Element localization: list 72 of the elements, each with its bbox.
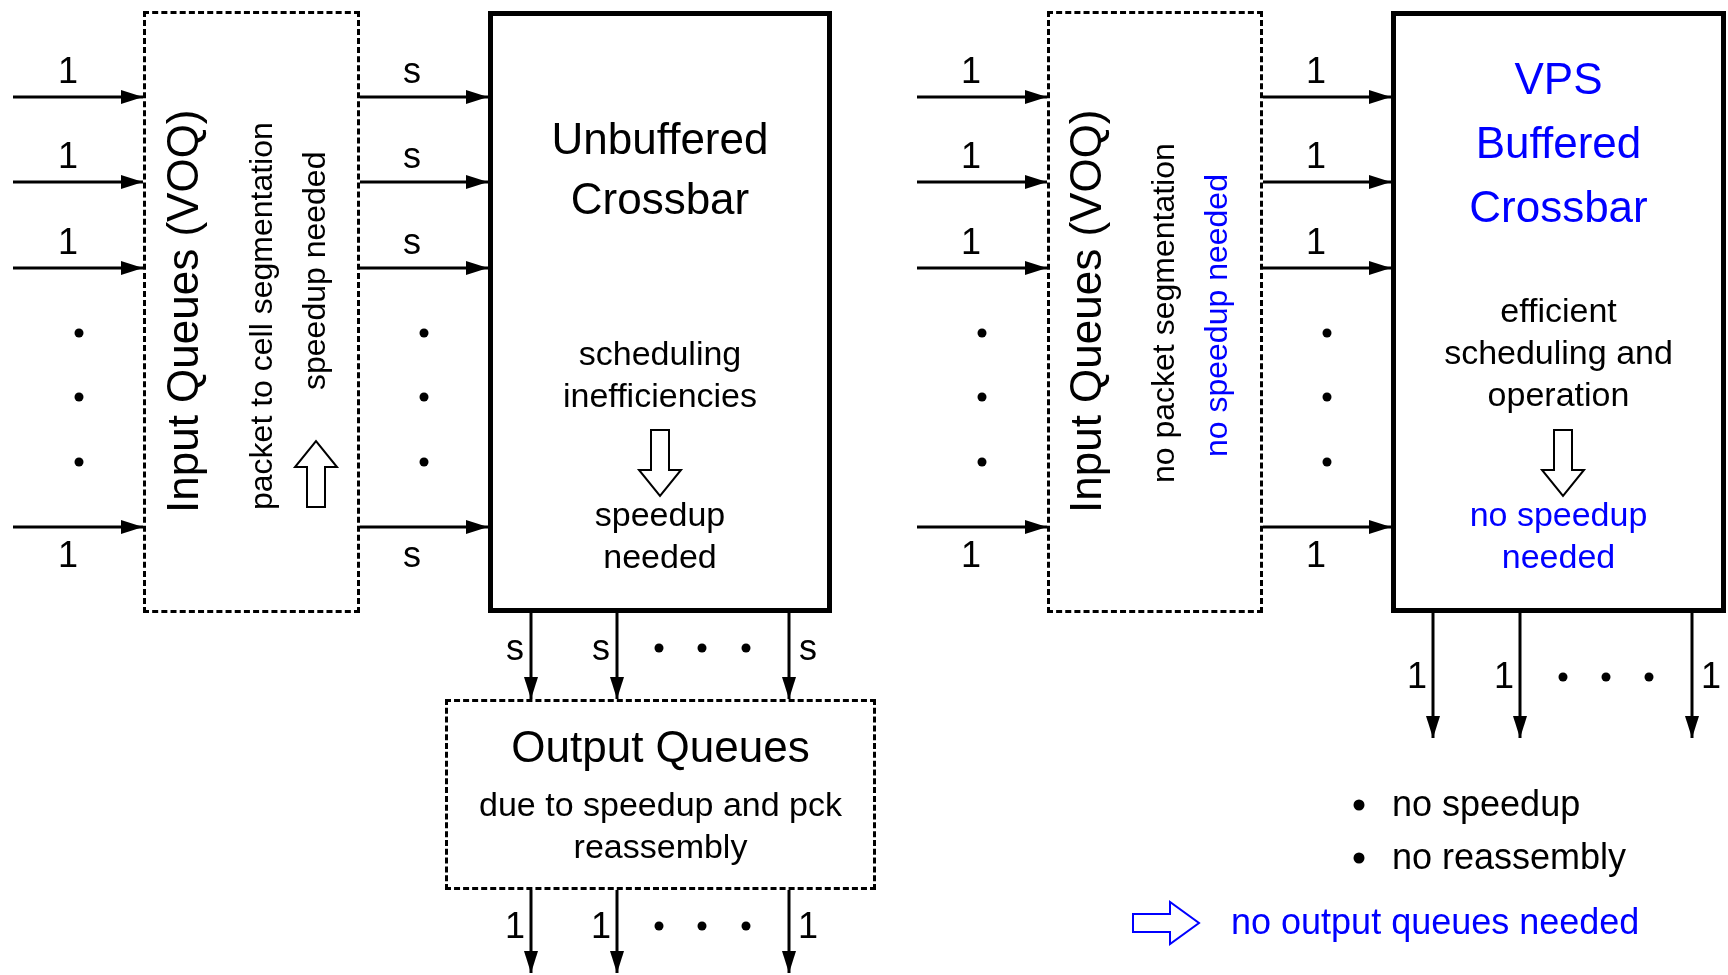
edge-label: 1 (58, 535, 78, 575)
arrow (1263, 520, 1391, 534)
arrow (917, 175, 1047, 189)
edge-label: 1 (961, 535, 981, 575)
edge-label: s (403, 51, 421, 91)
box-title: Input Queues (VOQ) (1059, 108, 1111, 515)
edge-label: 1 (961, 136, 981, 176)
arrow (13, 520, 143, 534)
arrow (13, 261, 143, 275)
edge-label: 1 (1701, 656, 1721, 696)
note-text: no reassembly (1392, 836, 1627, 878)
arrow (360, 261, 488, 275)
arrow (524, 613, 538, 699)
box-title: Output Queues (510, 721, 811, 773)
box-text: efficient scheduling and operation (1443, 290, 1674, 415)
edge-label: 1 (1306, 222, 1326, 262)
box-title: VPS Buffered Crossbar (1468, 53, 1649, 233)
arrow (610, 613, 624, 699)
edge-label: s (592, 628, 610, 668)
box-title: Input Queues (VOQ) (156, 108, 208, 515)
arrow (1513, 613, 1527, 738)
crossbar-box (1391, 11, 1726, 613)
edge-label: s (403, 222, 421, 262)
arrow (360, 90, 488, 104)
arrow (917, 520, 1047, 534)
edge-label: s (506, 628, 524, 668)
edge-label: 1 (58, 222, 78, 262)
edge-label: 1 (1494, 656, 1514, 696)
queue-box (143, 11, 360, 613)
queue-box (445, 699, 876, 890)
box-text: no packet segmentation (1144, 142, 1182, 486)
edge-label: 1 (1306, 136, 1326, 176)
edge-label: 1 (1407, 656, 1427, 696)
edge-label: s (403, 535, 421, 575)
edge-label: 1 (961, 222, 981, 262)
box-text: packet to cell segmentation (242, 121, 280, 512)
arrow (1685, 613, 1699, 738)
edge-label: 1 (1306, 535, 1326, 575)
note-text: no speedup (1392, 783, 1581, 825)
arrow (782, 613, 796, 699)
box-text: no speedup needed (1468, 494, 1649, 577)
arrow (1263, 261, 1391, 275)
arrow (610, 890, 624, 973)
box-title: Unbuffered Crossbar (550, 113, 770, 225)
arrow (1263, 90, 1391, 104)
arrow (917, 261, 1047, 275)
arrow (360, 175, 488, 189)
edge-label: 1 (58, 136, 78, 176)
queue-box (1047, 11, 1263, 613)
edge-label: s (799, 628, 817, 668)
edge-label: 1 (798, 906, 818, 946)
arrow (782, 890, 796, 973)
box-text: speedup needed (593, 494, 727, 577)
box-text: due to speedup and pck reassembly (478, 784, 843, 867)
edge-label: 1 (961, 51, 981, 91)
edge-label: 1 (1306, 51, 1326, 91)
arrow (13, 175, 143, 189)
edge-label: 1 (591, 906, 611, 946)
arrow (13, 90, 143, 104)
edge-label: 1 (505, 906, 525, 946)
crossbar-box (488, 11, 832, 613)
edge-label: s (403, 136, 421, 176)
arrow (1263, 175, 1391, 189)
box-text: scheduling inefficiencies (561, 333, 758, 416)
arrow (524, 890, 538, 973)
arrow (360, 520, 488, 534)
arrow (917, 90, 1047, 104)
arrow (1426, 613, 1440, 738)
edge-label: 1 (58, 51, 78, 91)
box-text: no speedup needed (1197, 173, 1235, 460)
box-text: speedup needed (295, 150, 333, 393)
note-text: no output queues needed (1231, 901, 1640, 943)
